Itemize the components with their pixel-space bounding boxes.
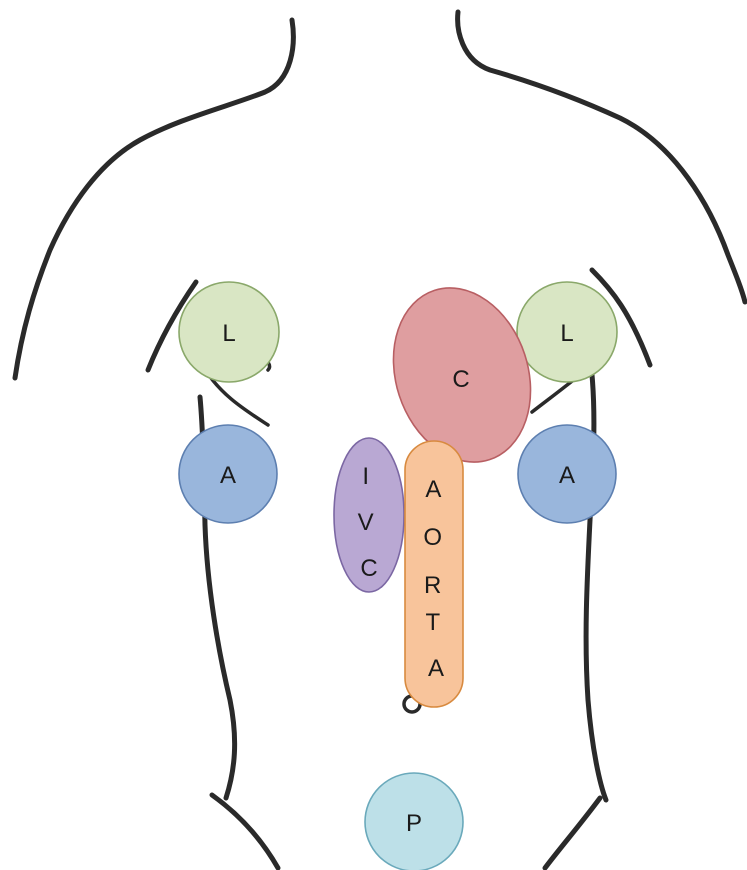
- ivc-letter-1: I: [362, 463, 369, 490]
- aorta-letter-1: A: [425, 476, 441, 503]
- aorta-letter-5: A: [428, 655, 444, 682]
- body-outline: [15, 12, 745, 868]
- a-left-label: A: [220, 462, 236, 489]
- aorta-letter-2: O: [423, 524, 442, 551]
- liver-left-label: L: [222, 320, 235, 347]
- right-hip-line: [545, 798, 600, 868]
- cardiac-label: C: [452, 366, 469, 393]
- liver-right-label: L: [560, 320, 573, 347]
- organ-markers: L L A A C I V C A O R T A P: [179, 270, 617, 870]
- neck-right-line: [458, 12, 745, 302]
- a-right-label: A: [559, 462, 575, 489]
- ivc-letter-3: C: [360, 555, 377, 582]
- aorta-letter-4: T: [426, 609, 441, 636]
- ivc-letter-2: V: [358, 509, 374, 536]
- left-hip-line: [212, 795, 278, 868]
- pelvis-label: P: [406, 810, 422, 837]
- aorta-letter-3: R: [424, 572, 441, 599]
